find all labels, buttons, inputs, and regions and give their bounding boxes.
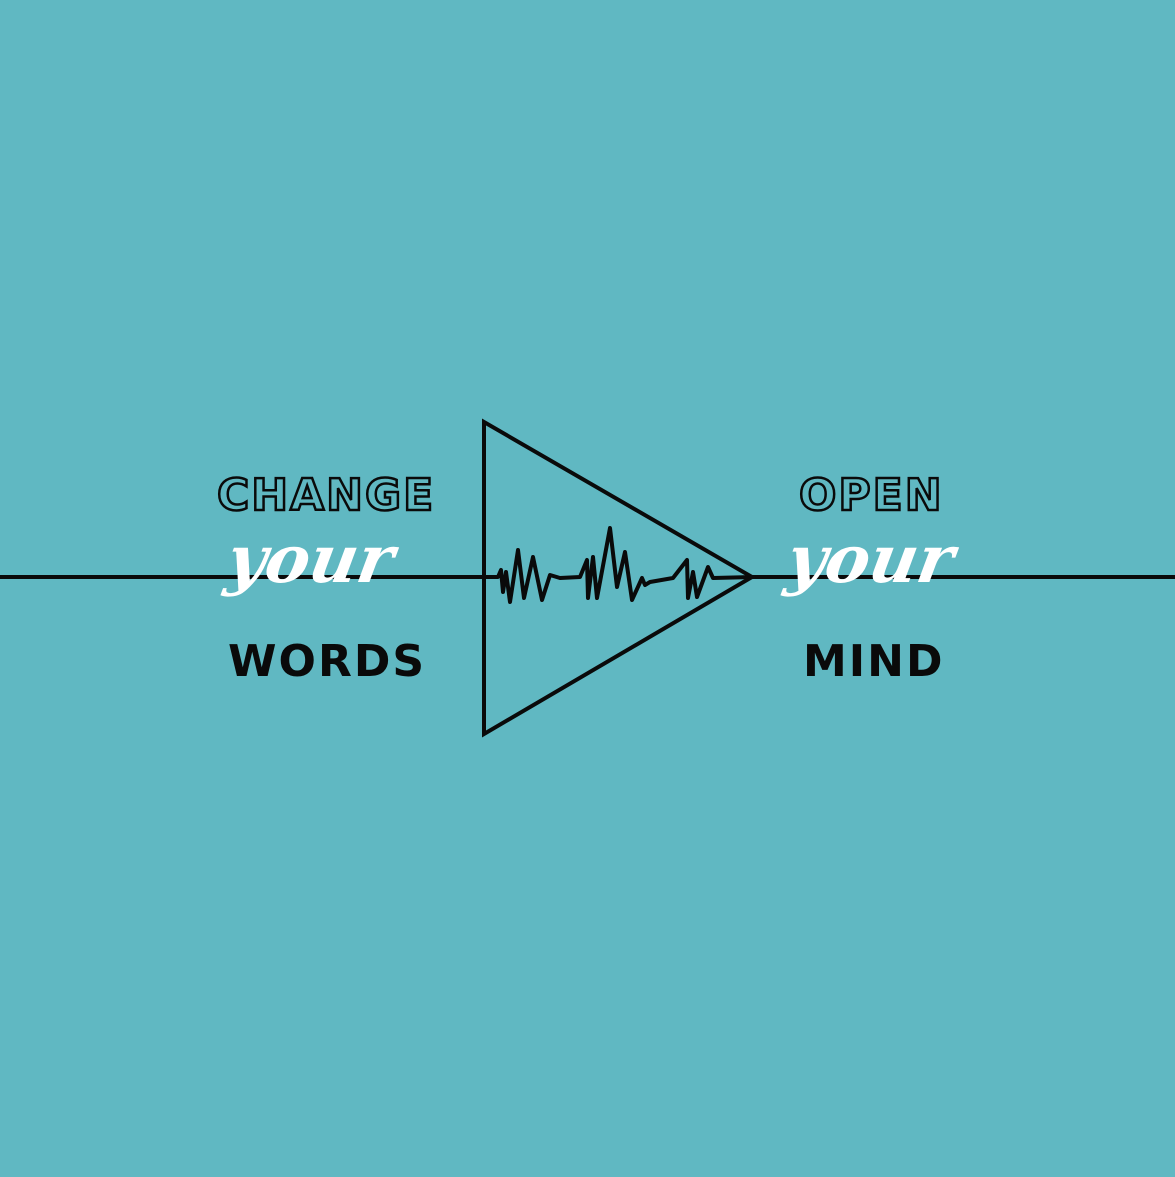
amplifier-triangle xyxy=(482,418,756,738)
waveform xyxy=(485,526,754,604)
right-top-word: Open xyxy=(798,469,944,523)
right-script-word: your xyxy=(781,520,961,598)
left-script-word: your xyxy=(221,520,401,598)
left-top-word: Change xyxy=(216,469,436,523)
right-bottom-word: Mind xyxy=(803,636,945,687)
left-bottom-word: Words xyxy=(228,636,427,687)
